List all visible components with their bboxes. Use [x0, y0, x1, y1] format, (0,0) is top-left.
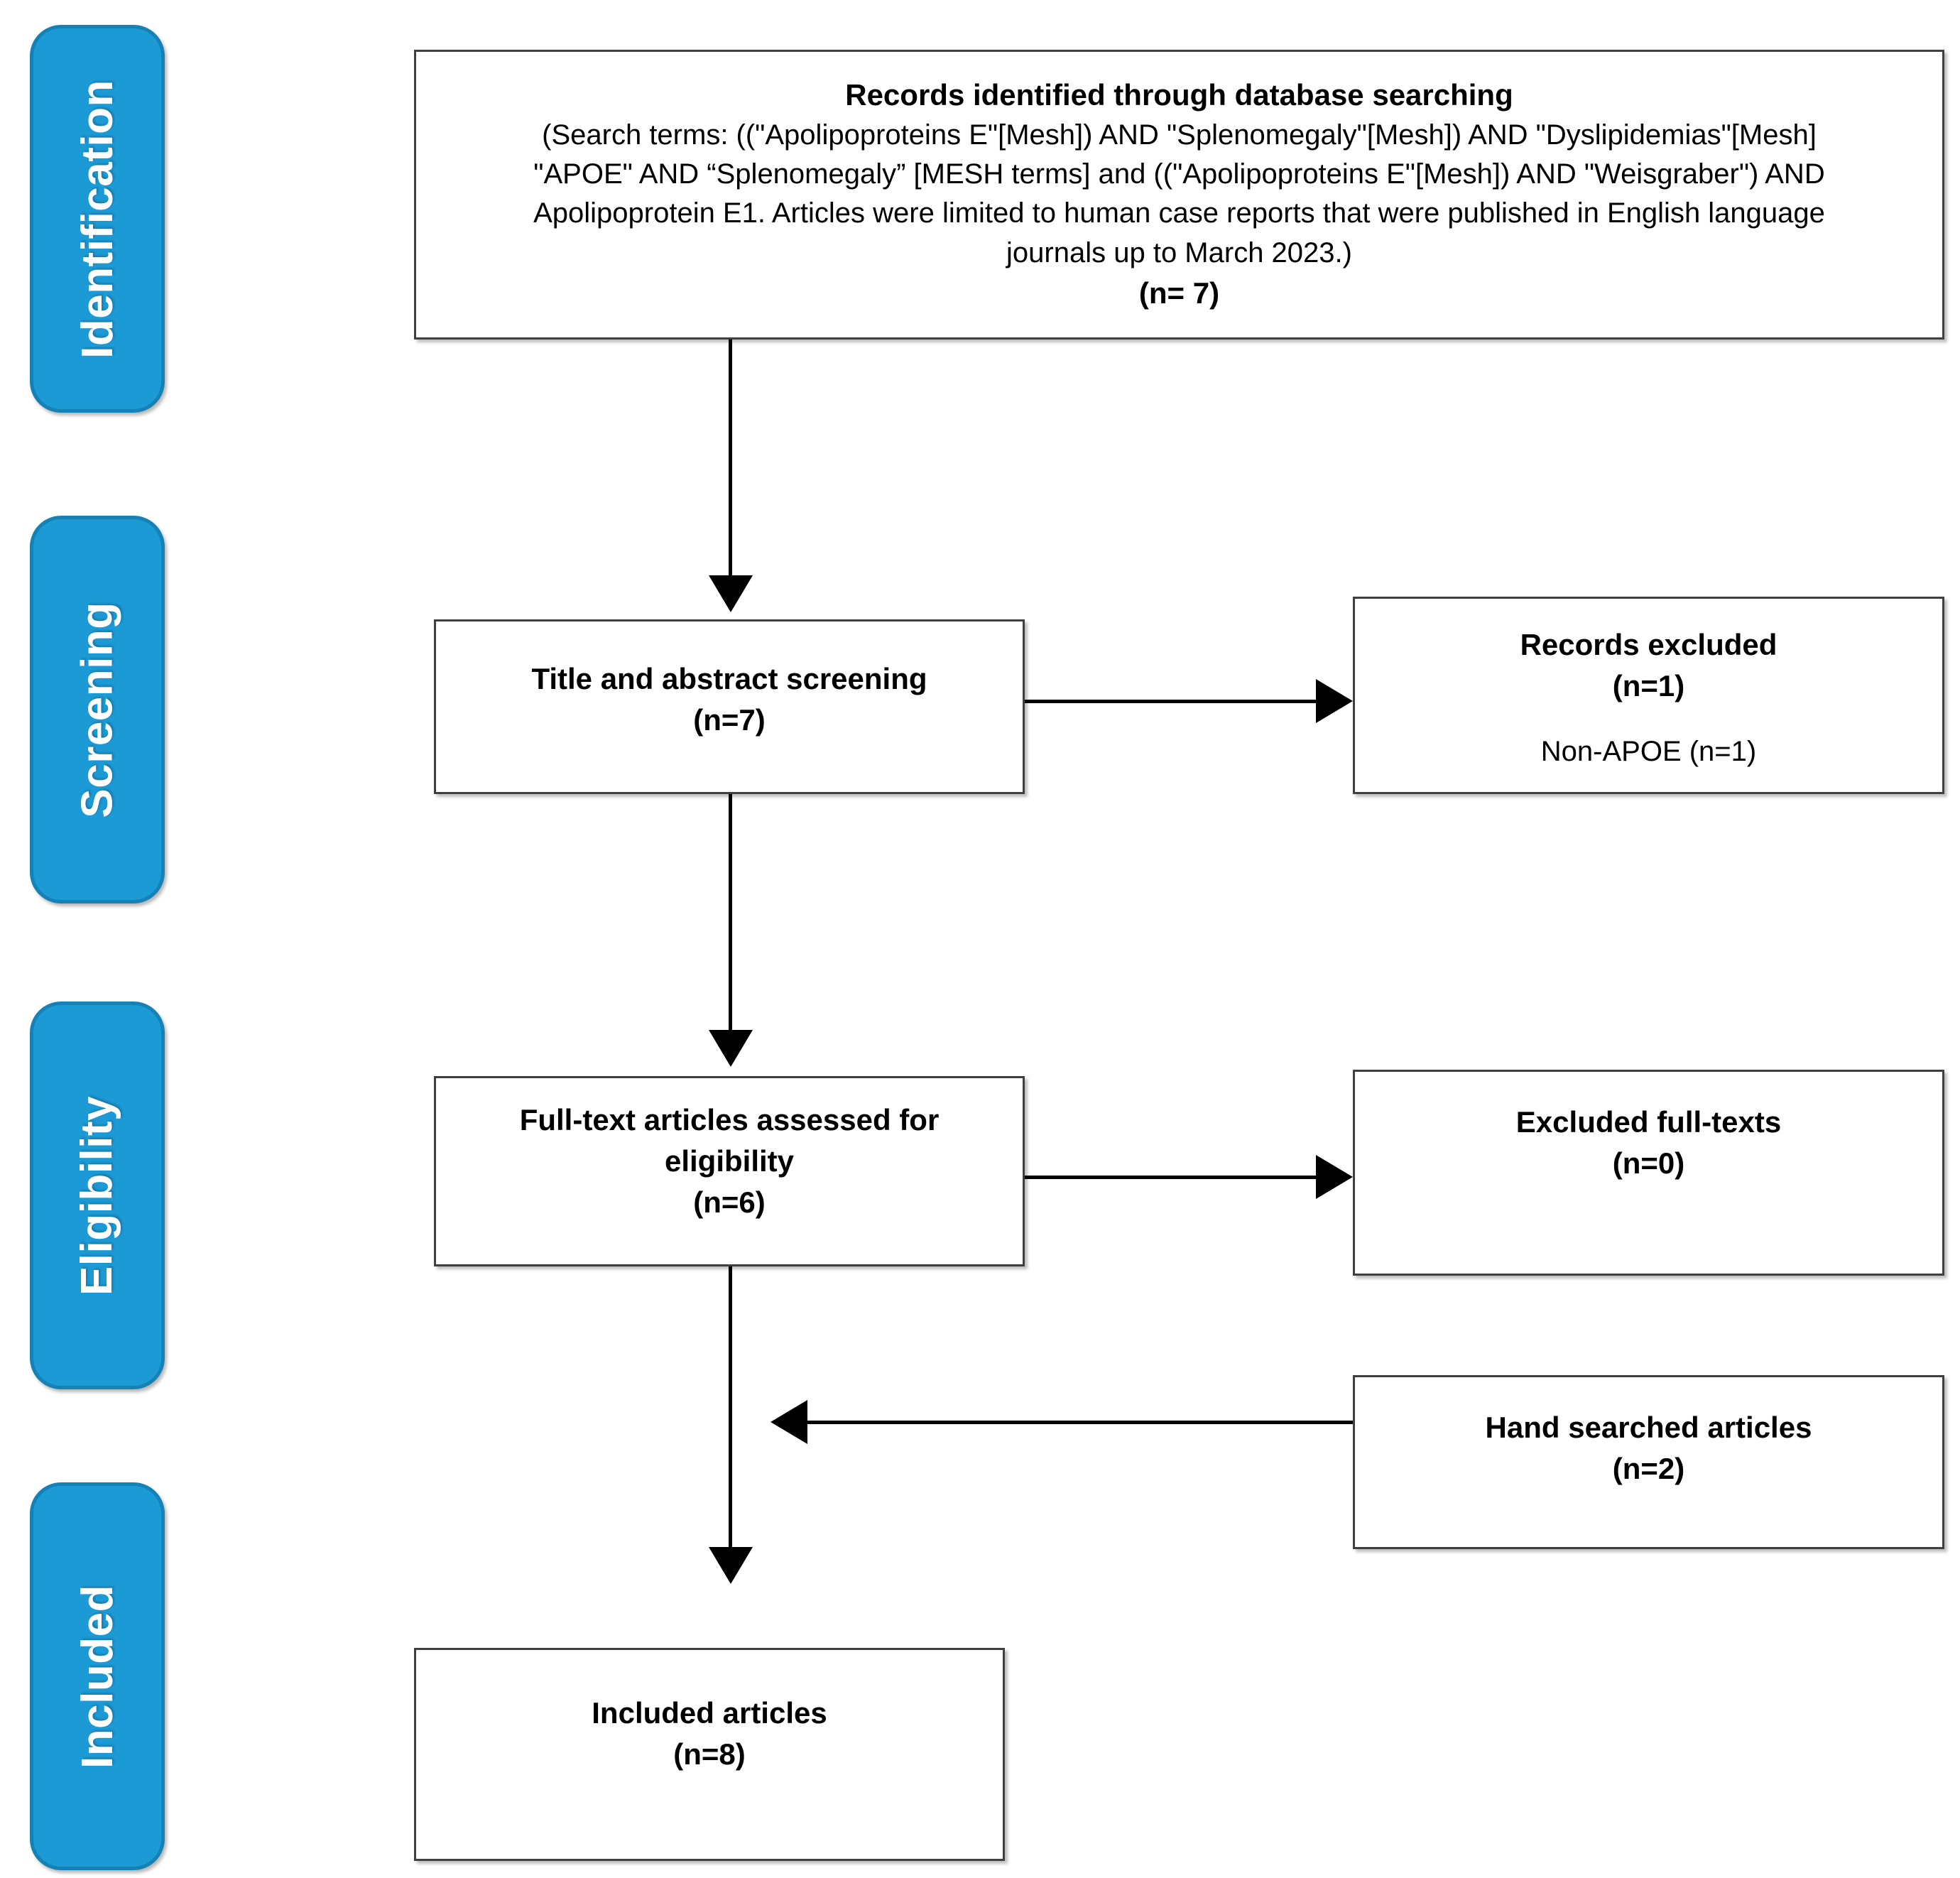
records-excluded-reason: Non-APOE (n=1): [1540, 735, 1757, 767]
stage-tab-included-label: Included: [72, 1584, 122, 1769]
title-abstract-screening-count: (n=7): [693, 702, 766, 737]
full-text-assessed-heading-line-1: Full-text articles assessed for: [519, 1103, 940, 1136]
box-full-text-assessed: Full-text articles assessed for eligibil…: [434, 1076, 1025, 1266]
title-abstract-screening-heading: Title and abstract screening: [531, 662, 927, 695]
stage-tab-eligibility-label: Eligibility: [72, 1095, 122, 1296]
stage-tab-eligibility[interactable]: Eligibility: [30, 1002, 165, 1389]
connector-screening-to-fulltext: [729, 794, 732, 1036]
records-identified-body-line-1: (Search terms: (("Apolipoproteins E"[Mes…: [542, 119, 1817, 151]
records-identified-heading: Records identified through database sear…: [845, 78, 1513, 112]
box-records-excluded: Records excluded (n=1) Non-APOE (n=1): [1353, 597, 1944, 794]
records-identified-count: (n= 7): [1138, 276, 1220, 310]
arrow-identified-to-screening: [709, 575, 753, 612]
arrow-screening-to-fulltext: [709, 1030, 753, 1067]
full-text-assessed-count: (n=6): [693, 1185, 766, 1219]
included-articles-count: (n=8): [673, 1737, 746, 1771]
excluded-full-texts-heading: Excluded full-texts: [1515, 1105, 1782, 1139]
arrow-fulltext-to-included: [709, 1547, 753, 1584]
box-hand-searched-articles: Hand searched articles (n=2): [1353, 1375, 1944, 1549]
included-articles-heading: Included articles: [592, 1696, 827, 1730]
records-identified-body-line-3: Apolipoprotein E1. Articles were limited…: [533, 197, 1825, 229]
box-excluded-full-texts: Excluded full-texts (n=0): [1353, 1070, 1944, 1276]
arrow-hand-searched-to-flow: [771, 1400, 807, 1444]
stage-tab-included[interactable]: Included: [30, 1482, 165, 1870]
stage-tab-screening-label: Screening: [72, 601, 122, 818]
connector-fulltext-to-excluded-fulltexts: [1025, 1176, 1323, 1179]
connector-identified-to-screening: [729, 340, 732, 581]
stage-tab-screening[interactable]: Screening: [30, 516, 165, 903]
stage-tab-identification[interactable]: Identification: [30, 25, 165, 413]
hand-searched-articles-heading: Hand searched articles: [1485, 1411, 1812, 1444]
box-title-abstract-screening: Title and abstract screening (n=7): [434, 619, 1025, 794]
hand-searched-articles-count: (n=2): [1612, 1451, 1685, 1485]
connector-screening-to-excluded: [1025, 700, 1323, 703]
box-records-identified: Records identified through database sear…: [414, 50, 1944, 340]
arrow-fulltext-to-excluded-fulltexts: [1316, 1155, 1353, 1199]
excluded-full-texts-count: (n=0): [1612, 1146, 1685, 1180]
records-identified-body-line-2: "APOE" AND “Splenomegaly” [MESH terms] a…: [533, 158, 1825, 190]
records-excluded-count: (n=1): [1612, 668, 1685, 702]
connector-fulltext-to-included: [729, 1266, 732, 1552]
full-text-assessed-heading-line-2: eligibility: [664, 1144, 795, 1178]
records-excluded-heading: Records excluded: [1520, 628, 1777, 661]
stage-tab-identification-label: Identification: [72, 79, 122, 359]
arrow-screening-to-excluded: [1316, 679, 1353, 723]
box-included-articles: Included articles (n=8): [414, 1648, 1005, 1861]
connector-hand-searched-to-flow: [807, 1421, 1353, 1424]
records-identified-body-line-4: journals up to March 2023.): [1006, 237, 1352, 268]
